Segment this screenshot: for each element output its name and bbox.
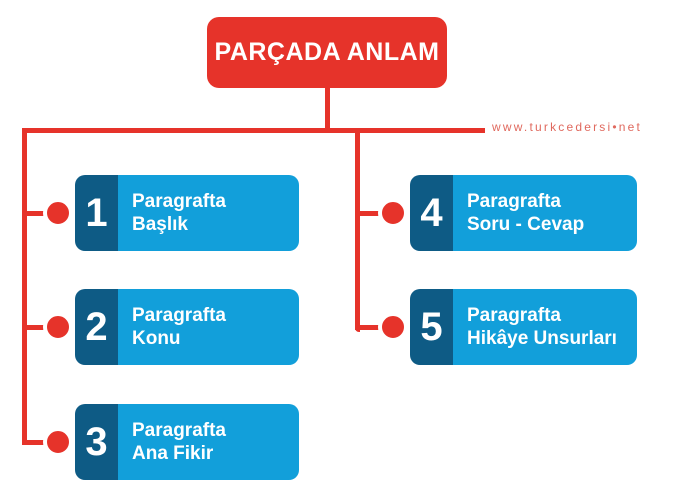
node-label-line2: Soru - Cevap (467, 214, 585, 235)
node-paragrafta-baslik: 1 Paragrafta Başlık (75, 175, 299, 251)
connector-stub-item-1 (22, 211, 60, 216)
node-label: Paragrafta Konu (118, 289, 299, 365)
connector-stub-item-4 (355, 211, 395, 216)
root-node-parcada-anlam: PARÇADA ANLAM (207, 17, 447, 88)
node-label-line1: Paragrafta (132, 190, 226, 212)
connector-dot-item-5 (378, 312, 408, 342)
node-label-line2: Hikâye Unsurları (467, 328, 617, 349)
connector-dot-item-4 (378, 198, 408, 228)
node-label-line1: Paragrafta (132, 304, 226, 326)
node-paragrafta-soru-cevap: 4 Paragrafta Soru - Cevap (410, 175, 637, 251)
node-number-badge: 5 (410, 289, 453, 365)
connector-stub-item-5 (355, 325, 395, 330)
node-label-line2: Konu (132, 328, 181, 349)
node-label-line1: Paragrafta (467, 304, 561, 326)
connector-horizontal-rail (22, 128, 485, 133)
node-label-line1: Paragrafta (467, 190, 561, 212)
diagram-title: PARÇADA ANLAM (214, 38, 440, 66)
connector-dot-item-1 (43, 198, 73, 228)
node-number-badge: 3 (75, 404, 118, 480)
node-paragrafta-hikaye-unsurlari: 5 Paragrafta Hikâye Unsurları (410, 289, 637, 365)
node-label: Paragrafta Ana Fikir (118, 404, 299, 480)
node-number-badge: 2 (75, 289, 118, 365)
connector-stub-item-3 (22, 440, 60, 445)
node-label-line1: Paragrafta (132, 419, 226, 441)
connector-stem-line (325, 88, 330, 130)
connector-dot-item-2 (43, 312, 73, 342)
node-label: Paragrafta Soru - Cevap (453, 175, 637, 251)
node-label-line2: Başlık (132, 214, 188, 235)
node-number-badge: 4 (410, 175, 453, 251)
node-label: Paragrafta Başlık (118, 175, 299, 251)
connector-left-rail (22, 128, 27, 445)
node-paragrafta-konu: 2 Paragrafta Konu (75, 289, 299, 365)
node-label: Paragrafta Hikâye Unsurları (453, 289, 637, 365)
site-watermark: www.turkcedersi•net (492, 120, 643, 134)
connector-dot-item-3 (43, 427, 73, 457)
node-label-line2: Ana Fikir (132, 443, 214, 464)
connector-stub-item-2 (22, 325, 60, 330)
node-number-badge: 1 (75, 175, 118, 251)
connector-right-rail (355, 128, 360, 332)
node-paragrafta-ana-fikir: 3 Paragrafta Ana Fikir (75, 404, 299, 480)
